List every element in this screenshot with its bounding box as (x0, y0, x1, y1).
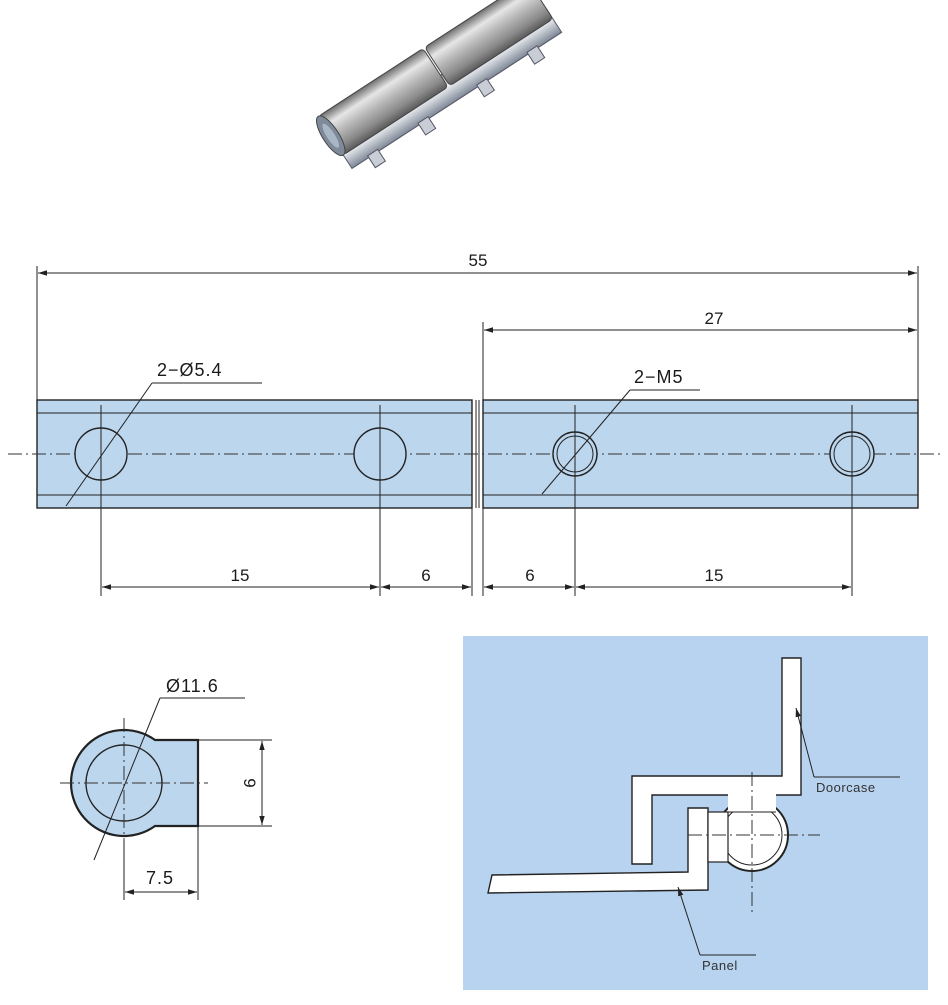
dim-left-hole-to-gap: 6 (421, 566, 430, 585)
product-illustration (316, 0, 563, 170)
dim-overall-length: 55 (469, 251, 488, 270)
dim-right-hole-spacing: 15 (705, 566, 724, 585)
dim-left-hole-spacing: 15 (231, 566, 250, 585)
label-doorcase: Doorcase (816, 780, 876, 795)
panel-profile (487, 807, 709, 894)
dim-leaf-thickness: 9 (240, 778, 259, 787)
dim-right-leaf-length: 27 (705, 309, 724, 328)
doorcase-profile (631, 657, 802, 865)
dim-barrel-offset: 7.5 (146, 868, 174, 888)
end-view: 9 Ø11.6 7.5 (60, 676, 272, 900)
top-view: 55 27 2−Ø5.4 (8, 251, 940, 596)
dim-right-gap-to-hole: 6 (525, 566, 534, 585)
installation-view: Doorcase Panel (463, 636, 928, 990)
callout-left-holes: 2−Ø5.4 (157, 360, 223, 380)
label-panel: Panel (702, 958, 738, 973)
callout-right-holes: 2−M5 (634, 367, 684, 387)
callout-barrel-diameter: Ø11.6 (166, 676, 219, 696)
